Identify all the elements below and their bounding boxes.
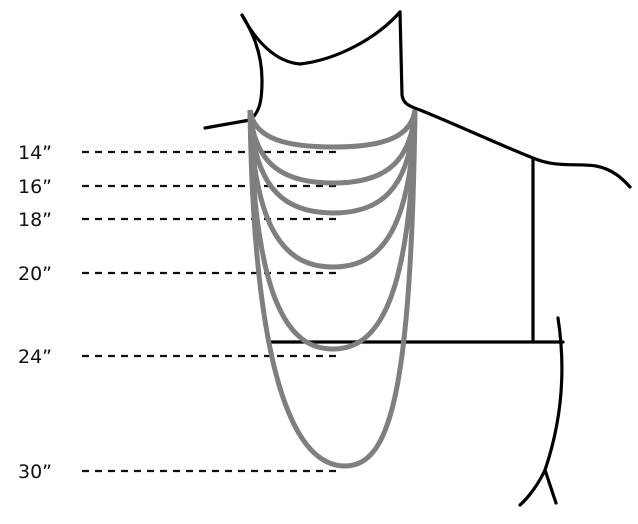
necklace-16: [247, 109, 418, 186]
arm-branch: [543, 468, 558, 505]
arm-outline: [518, 316, 564, 507]
necklace-18: [247, 109, 418, 216]
necklace-20: [247, 109, 418, 270]
length-label-30: 30”: [18, 461, 52, 483]
body-outline: [203, 10, 632, 507]
necklaces: [247, 109, 418, 469]
length-label-16: 16”: [18, 176, 52, 198]
length-label-14: 14”: [18, 142, 52, 164]
necklace-24: [247, 109, 418, 352]
length-label-20: 20”: [18, 263, 52, 285]
length-label-18: 18”: [18, 209, 52, 231]
length-guides: 14” 16” 18” 20” 24” 30”: [18, 142, 336, 483]
length-label-24: 24”: [18, 346, 52, 368]
necklace-14: [247, 109, 418, 150]
neck-right-shoulder-outline: [398, 10, 632, 189]
collar-outline: [240, 10, 402, 66]
necklace-30: [247, 109, 418, 469]
